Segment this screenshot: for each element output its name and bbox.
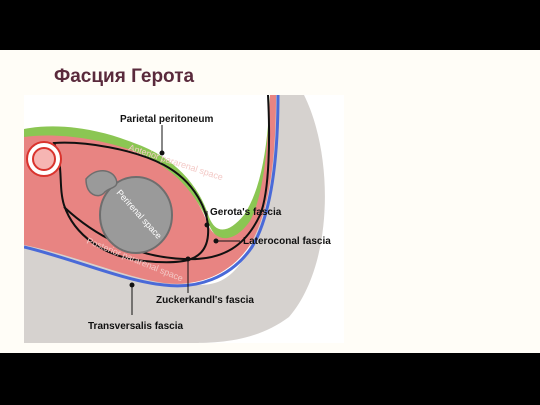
gerota-fascia-line (52, 141, 210, 264)
dot-gerota (204, 222, 210, 228)
parietal-peritoneum-label: Parietal peritoneum (120, 114, 213, 125)
posterior-body-wall (24, 279, 199, 343)
dot-zuckerkandl (185, 256, 191, 262)
gerota-fascia-diagram: Anterior pararenal space Perirenal space… (24, 95, 344, 343)
kidney (99, 176, 173, 254)
gerotas-fascia-label: Gerota's fascia (210, 207, 282, 218)
dot-transversalis (129, 282, 135, 288)
lateroconal-fascia-label: Lateroconal fascia (243, 236, 331, 247)
diagram-svg: Anterior pararenal space Perirenal space… (24, 95, 331, 343)
zuckerkandls-fascia-label: Zuckerkandl's fascia (156, 295, 254, 306)
transversalis-fascia-label: Transversalis fascia (88, 321, 184, 332)
colon-inner (32, 147, 56, 171)
slide-title: Фасция Герота (54, 66, 195, 87)
dot-parietal (159, 150, 165, 156)
peritoneum-band (24, 95, 274, 241)
adrenal-gland (85, 170, 118, 197)
dot-lateroconal (213, 238, 219, 244)
slide: Фасция Герота (0, 50, 540, 353)
body-wall (24, 95, 325, 343)
transversalis-fascia-line (24, 95, 280, 288)
